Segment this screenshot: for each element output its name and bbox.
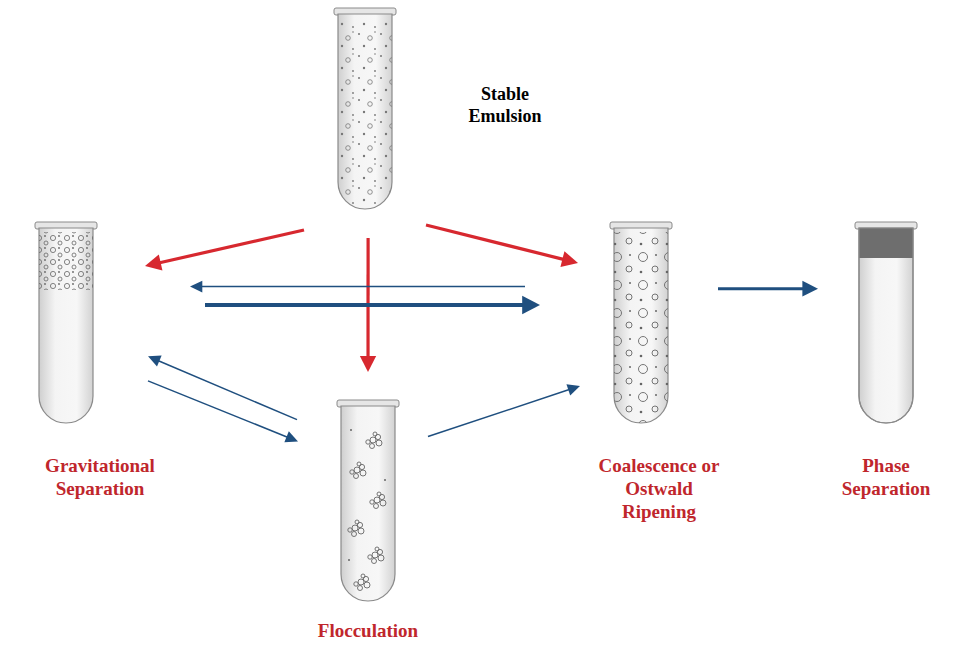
test-tube-node: Phase Separation [855, 222, 917, 427]
stage-label: Coalescence or Ostwald Ripening [596, 455, 722, 523]
arrow-line [718, 287, 803, 290]
arrow-head [360, 356, 376, 372]
test-tube-node: Gravitational Separation [35, 222, 97, 427]
test-tube-node: Stable Emulsion [334, 8, 396, 213]
transition-arrow [145, 230, 304, 270]
arrow-line [158, 361, 297, 420]
arrow-line [366, 238, 369, 357]
transition-arrow [428, 384, 580, 436]
stage-label: Phase Separation [833, 455, 939, 501]
arrow-line [428, 390, 569, 437]
arrow-head [148, 356, 162, 367]
transition-arrow [205, 296, 540, 314]
transition-arrow [718, 281, 818, 297]
arrow-head [560, 251, 578, 267]
transition-arrow [148, 356, 297, 420]
stage-label: Stable Emulsion [450, 84, 560, 127]
stage-label: Flocculation [288, 620, 448, 643]
arrow-head [145, 255, 162, 271]
arrow-head [566, 384, 580, 395]
arrow-line [201, 286, 525, 288]
transition-arrow [190, 281, 525, 293]
arrow-head [802, 281, 818, 297]
transition-arrow [426, 225, 578, 267]
arrow-line [205, 303, 523, 307]
stage-label: Gravitational Separation [10, 455, 190, 501]
arrow-head [284, 431, 298, 442]
transition-arrow [148, 381, 298, 442]
test-tube-node: Flocculation [337, 400, 399, 605]
test-tube-node: Coalescence or Ostwald Ripening [610, 222, 672, 427]
arrow-head [190, 281, 202, 293]
arrow-line [148, 381, 288, 437]
arrow-head [522, 296, 540, 314]
arrow-line [160, 230, 304, 263]
arrow-line [426, 225, 563, 259]
